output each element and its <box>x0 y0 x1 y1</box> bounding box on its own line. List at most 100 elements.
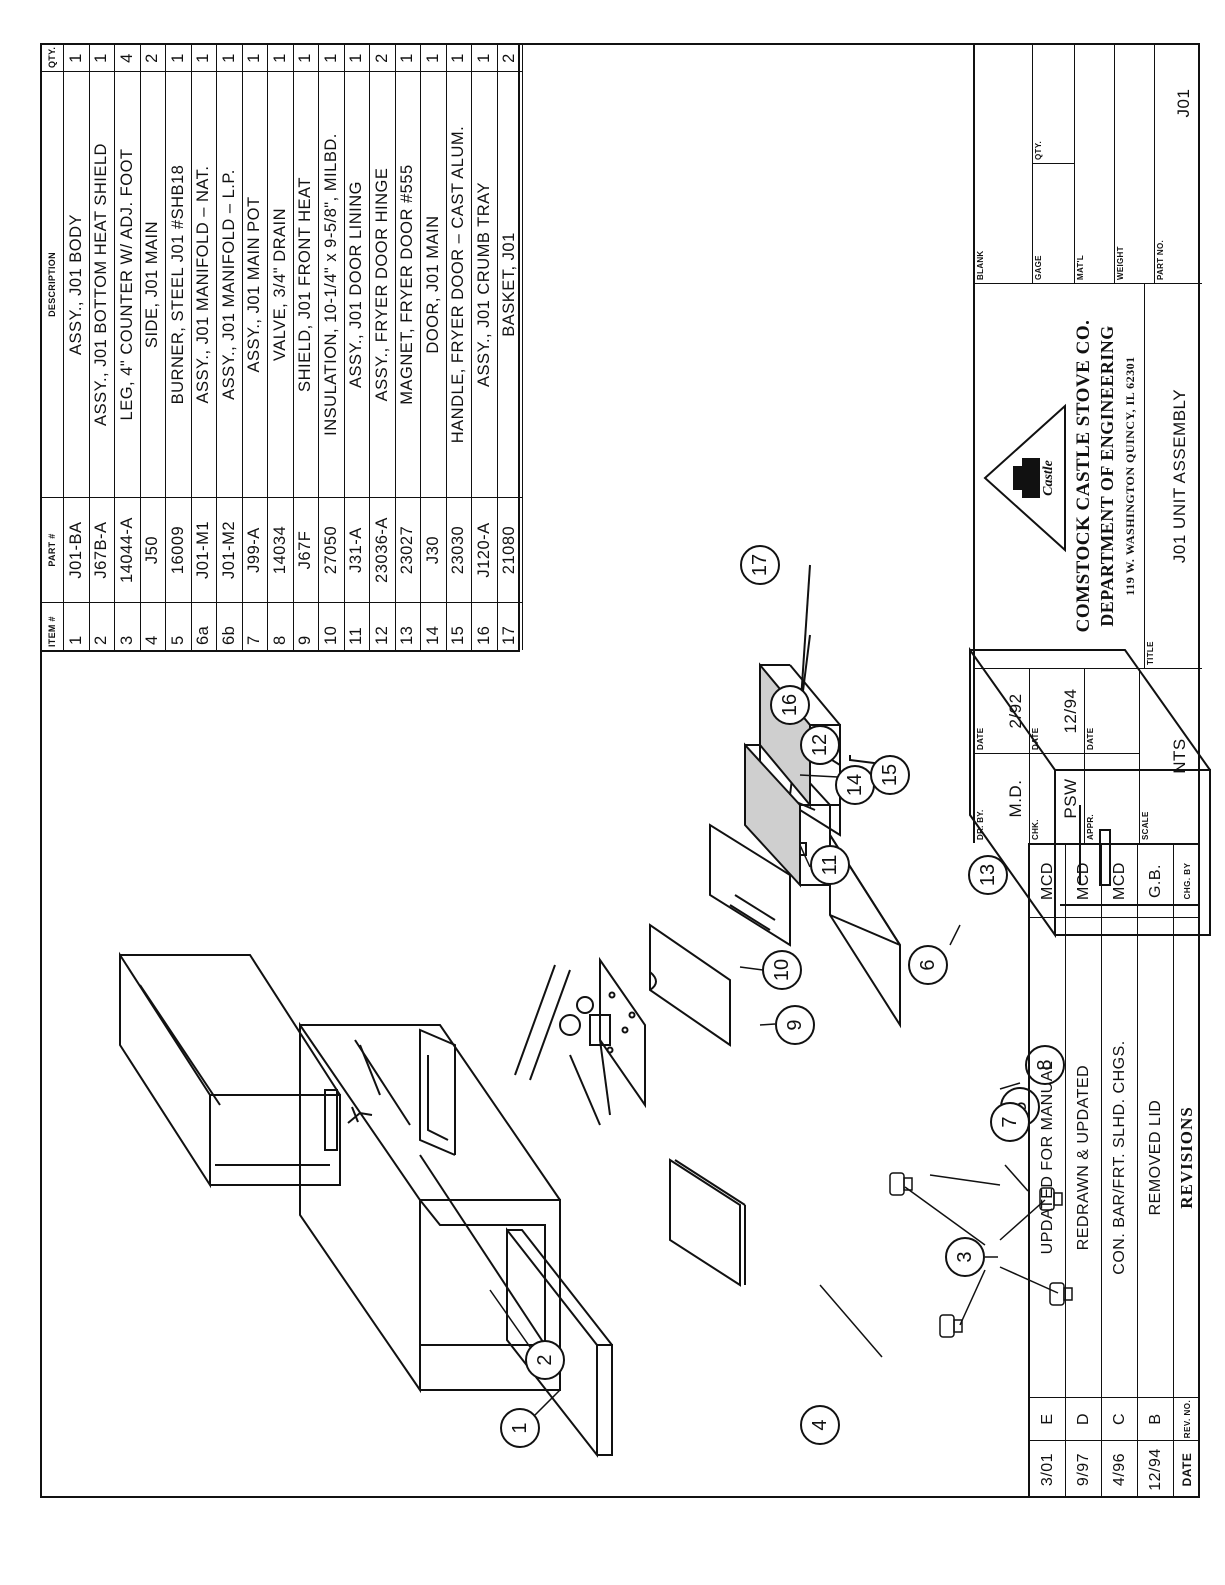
part-item-number: 5 <box>166 602 191 650</box>
assembled-unit-drawing <box>969 646 1211 939</box>
drawn-by-cell: DR. BY. M.D. <box>975 753 1030 843</box>
part-item-number: 17 <box>497 602 522 650</box>
parts-list-header: ITEM # PART # DESCRIPTION QTY. <box>40 43 64 650</box>
main-pot-drawing <box>119 951 341 1189</box>
part-quantity: 1 <box>92 53 111 63</box>
part-description: SIDE, J01 MAIN <box>140 71 165 497</box>
drawn-date: 2/92 <box>1006 693 1025 729</box>
revision-by: G.B. <box>1146 864 1164 899</box>
part-description: BURNER, STEEL J01 #SHB18 <box>166 71 191 497</box>
part-quantity: 2 <box>372 53 391 63</box>
revision-description: REDRAWN & UPDATED <box>1066 917 1101 1397</box>
revision-number: B <box>1138 1397 1173 1440</box>
part-number-cell: J01-M1 <box>191 497 216 602</box>
revision-date: 3/01 <box>1030 1440 1065 1498</box>
part-description: ASSY., J01 MANIFOLD – L.P. <box>217 71 242 497</box>
header-description: DESCRIPTION <box>40 71 63 497</box>
approved-date-cell: DATE <box>1085 668 1140 753</box>
part-item-number: 15 <box>446 602 471 650</box>
part-description: ASSY., J01 BOTTOM HEAT SHIELD <box>89 71 114 497</box>
part-item-number: 14 <box>421 602 446 650</box>
part-item-number: 6b <box>217 602 242 650</box>
checked-by-cell: CHK. PSW <box>1030 753 1085 843</box>
part-quantity: 1 <box>219 53 238 63</box>
part-quantity: 1 <box>296 53 315 63</box>
revision-by: MCD <box>1038 862 1056 900</box>
part-description: INSULATION, 10-1/4" x 9-5/8", MILBD. <box>319 71 344 497</box>
front-heat-shield-drawing <box>599 956 646 1109</box>
checked-date: 12/94 <box>1061 688 1080 734</box>
part-item-number: 2 <box>89 602 114 650</box>
callout-balloon: 7 <box>990 1102 1030 1142</box>
part-number-cell: J120-A <box>472 497 497 602</box>
part-item-number: 16 <box>472 602 497 650</box>
part-description: ASSY., J01 CRUMB TRAY <box>472 71 497 497</box>
revision-number: C <box>1102 1397 1137 1440</box>
callout-balloon: 6 <box>908 945 948 985</box>
legs-drawing <box>889 1172 1073 1338</box>
revision-number: E <box>1030 1397 1065 1440</box>
burner-drawing <box>419 1028 456 1156</box>
part-number: J01 <box>1174 88 1193 118</box>
part-number-cell: 27050 <box>319 497 344 602</box>
title-block: DR. BY. M.D. DATE 2/92 CHK. PSW DATE 12/… <box>973 43 1202 843</box>
part-description: HANDLE, FRYER DOOR – CAST ALUM. <box>446 71 471 497</box>
drawn-by: M.D. <box>1006 779 1025 818</box>
part-description: BASKET, J01 <box>497 71 522 497</box>
part-item-number: 3 <box>115 602 140 650</box>
castle-logo <box>983 403 1066 553</box>
header-item: ITEM # <box>40 602 63 650</box>
part-quantity: 1 <box>66 53 85 63</box>
part-number-cell: PART NO. J01 <box>1155 43 1202 283</box>
part-description: SHIELD, J01 FRONT HEAT <box>293 71 318 497</box>
revision-by: MCD <box>1074 862 1092 900</box>
part-quantity: 2 <box>143 53 162 63</box>
revision-date: 12/94 <box>1138 1440 1173 1498</box>
part-description: ASSY., J01 DOOR LINING <box>344 71 369 497</box>
part-number-cell: 23036-A <box>370 497 395 602</box>
header-qty: QTY. <box>46 46 57 68</box>
part-number-cell: 14034 <box>268 497 293 602</box>
header-part: PART # <box>40 497 63 602</box>
part-number-cell: 16009 <box>166 497 191 602</box>
part-item-number: 13 <box>395 602 420 650</box>
callout-balloon: 9 <box>775 1005 815 1045</box>
part-quantity: 2 <box>500 53 519 63</box>
part-number-cell: J01-M2 <box>217 497 242 602</box>
company-cell: Castle COMSTOCK CASTLE STOVE CO. DEPARTM… <box>975 283 1145 668</box>
part-item-number: 8 <box>268 602 293 650</box>
part-quantity: 1 <box>270 53 289 63</box>
checked-date-cell: DATE 12/94 <box>1030 668 1085 753</box>
part-number-cell: J67F <box>293 497 318 602</box>
part-quantity: 1 <box>423 53 442 63</box>
part-item-number: 12 <box>370 602 395 650</box>
part-item-number: 6a <box>191 602 216 650</box>
rev-header-description: REVISIONS <box>1174 917 1200 1397</box>
part-quantity: 1 <box>194 53 213 63</box>
rev-header-date: DATE <box>1174 1440 1200 1498</box>
scale-cell: SCALE NTS <box>1140 668 1202 843</box>
body-drawing <box>299 1021 561 1394</box>
part-item-number: 4 <box>140 602 165 650</box>
part-quantity: 1 <box>474 53 493 63</box>
part-quantity: 1 <box>245 53 264 63</box>
checked-by: PSW <box>1061 778 1080 819</box>
drawn-date-cell: DATE 2/92 <box>975 668 1030 753</box>
part-item-number: 7 <box>242 602 267 650</box>
door-lining-drawing <box>709 823 791 947</box>
